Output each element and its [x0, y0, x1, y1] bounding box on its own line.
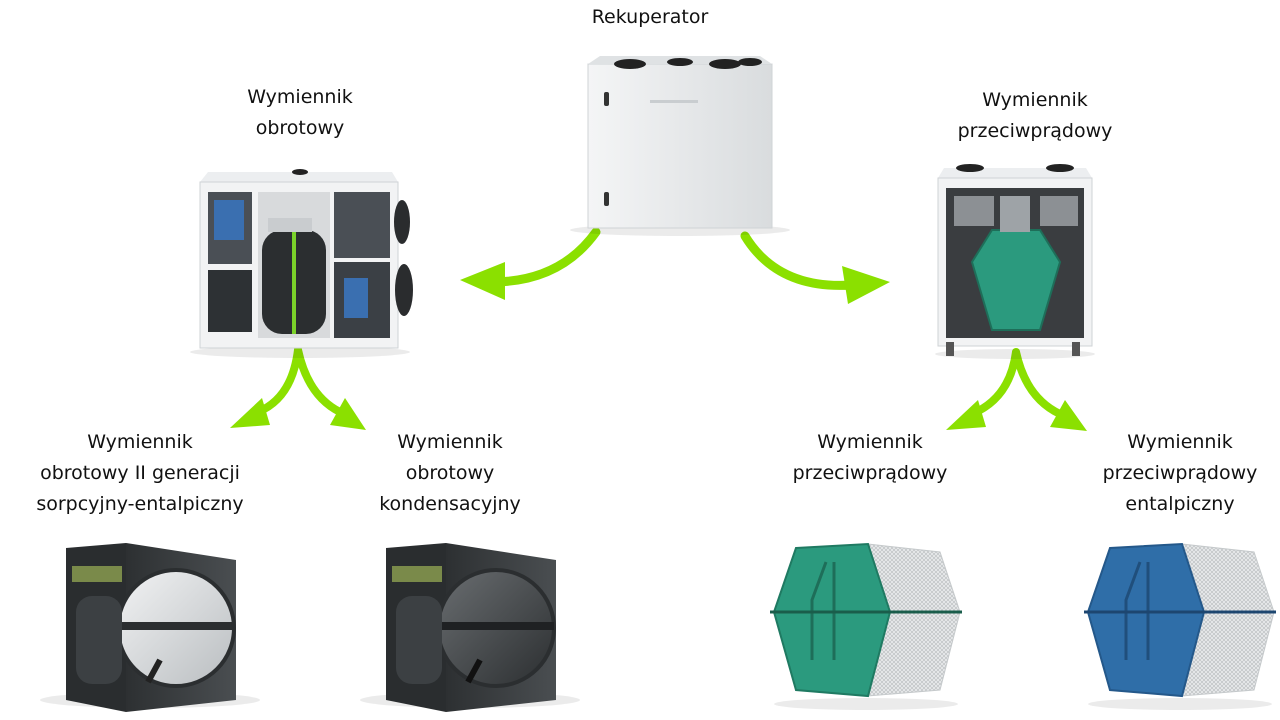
arrow-rotary-to-sorption: [230, 346, 302, 428]
counterflow-unit-image: [935, 164, 1095, 359]
rotary-condensing-cassette-image: [360, 543, 580, 712]
arrow-root-to-rotary: [460, 227, 601, 300]
arrow-counterflow-to-enthalpy: [1012, 348, 1087, 431]
label-counterflow: Wymiennik przeciwprądowy: [957, 89, 1113, 142]
label-rotary: Wymiennik obrotowy: [247, 86, 353, 139]
counterflow-enthalpy-hex-block-image: [1084, 542, 1276, 710]
arrow-rotary-to-condensing: [294, 346, 366, 430]
rekuperator-unit-image: [570, 56, 790, 236]
label-rotary-condensing: Wymiennik obrotowy kondensacyjny: [379, 431, 521, 515]
counterflow-hex-block-image: [770, 542, 962, 710]
arrow-counterflow-to-plain: [946, 348, 1020, 430]
arrow-root-to-counterflow: [740, 231, 890, 304]
label-counterflow-plain: Wymiennik przeciwprądowy: [792, 431, 948, 484]
label-rekuperator: Rekuperator: [591, 6, 709, 28]
label-rotary-sorption: Wymiennik obrotowy II generacji sorpcyjn…: [36, 431, 244, 515]
rotary-sorption-cassette-image: [40, 543, 260, 712]
rotary-unit-image: [190, 169, 413, 358]
label-counterflow-enthalpy: Wymiennik przeciwprądowy entalpiczny: [1102, 431, 1258, 515]
